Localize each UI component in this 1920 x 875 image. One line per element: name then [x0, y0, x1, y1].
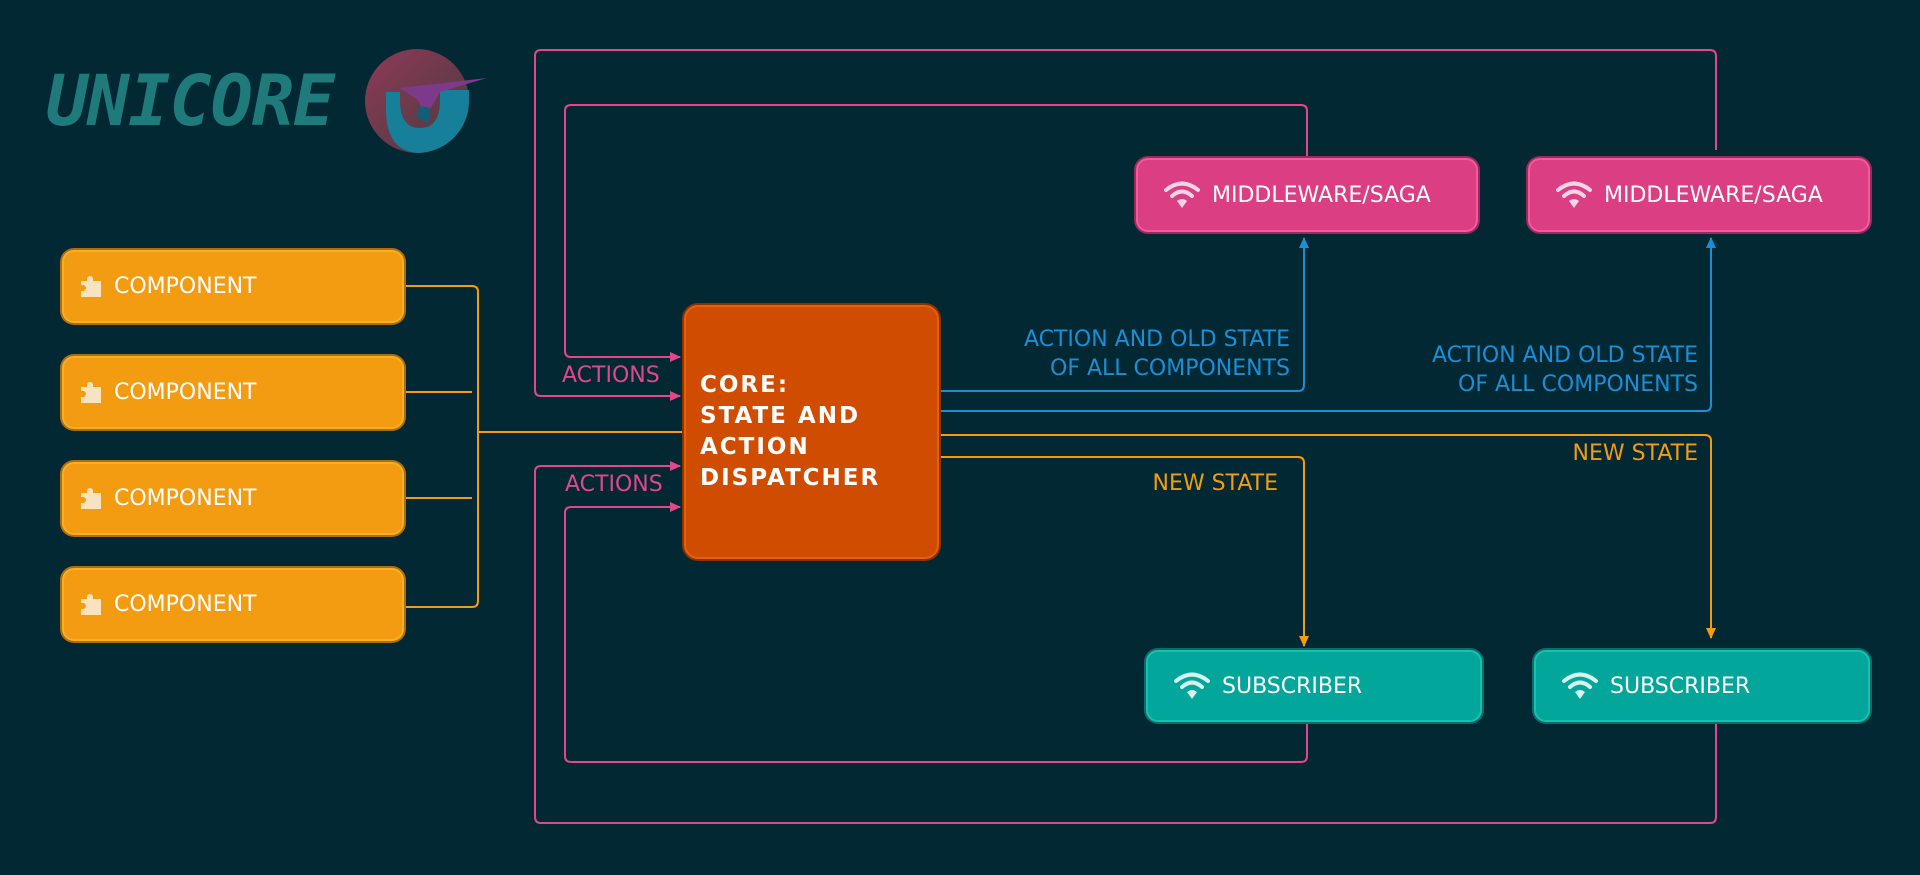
- core-to-subscriber-2: [941, 434, 1716, 639]
- subscriber-node-2[interactable]: SUBSCRIBER: [1534, 650, 1870, 722]
- middleware-label: MIDDLEWARE/SAGA: [1604, 182, 1823, 208]
- puzzle-icon: [78, 380, 104, 406]
- component-node-3[interactable]: COMPONENT: [62, 462, 404, 535]
- puzzle-icon: [78, 274, 104, 300]
- subscriber-1-actions-loop: [564, 502, 1308, 763]
- subscriber-node-1[interactable]: SUBSCRIBER: [1146, 650, 1482, 722]
- puzzle-icon: [78, 486, 104, 512]
- middleware-node-2[interactable]: MIDDLEWARE/SAGA: [1528, 158, 1870, 232]
- new-state-label-2: NEW STATE: [1572, 441, 1698, 466]
- actions-label-top: ACTIONS: [562, 363, 660, 388]
- new-state-connectors: [941, 434, 1716, 647]
- wifi-icon: [1554, 179, 1594, 211]
- core-to-middleware-1: [941, 237, 1309, 392]
- component-label: COMPONENT: [114, 486, 257, 511]
- subscriber-2-actions-loop: [534, 461, 1717, 824]
- new-state-label-1: NEW STATE: [1152, 471, 1278, 496]
- core-to-subscriber-1: [941, 456, 1309, 647]
- component-label: COMPONENT: [114, 592, 257, 617]
- middleware-1-actions-loop: [564, 104, 1308, 362]
- action-connectors: [534, 49, 1717, 824]
- wifi-icon: [1172, 670, 1212, 702]
- middleware-label: MIDDLEWARE/SAGA: [1212, 182, 1431, 208]
- wifi-icon: [1162, 179, 1202, 211]
- core-dispatcher-node[interactable]: CORE: STATE AND ACTION DISPATCHER: [684, 305, 939, 559]
- wifi-icon: [1560, 670, 1600, 702]
- subscriber-label: SUBSCRIBER: [1222, 673, 1363, 699]
- subscriber-label: SUBSCRIBER: [1610, 673, 1751, 699]
- core-to-middleware-2: [941, 237, 1716, 412]
- actions-label-bottom: ACTIONS: [565, 472, 663, 497]
- logo-wordmark: UNICORE: [46, 60, 335, 142]
- old-state-connectors: [941, 237, 1716, 412]
- component-node-2[interactable]: COMPONENT: [62, 356, 404, 429]
- component-node-1[interactable]: COMPONENT: [62, 250, 404, 323]
- component-connectors: [404, 285, 682, 608]
- component-label: COMPONENT: [114, 380, 257, 405]
- unicorn-logo-icon: [365, 49, 487, 153]
- component-label: COMPONENT: [114, 274, 257, 299]
- old-state-label-1: ACTION AND OLD STATE OF ALL COMPONENTS: [1023, 327, 1290, 381]
- core-label: CORE: STATE AND ACTION DISPATCHER: [700, 372, 881, 491]
- middleware-node-1[interactable]: MIDDLEWARE/SAGA: [1136, 158, 1478, 232]
- component-node-4[interactable]: COMPONENT: [62, 568, 404, 641]
- middleware-2-actions-loop: [534, 49, 1717, 401]
- old-state-label-2: ACTION AND OLD STATE OF ALL COMPONENTS: [1431, 343, 1698, 397]
- puzzle-icon: [78, 592, 104, 618]
- component-1-connector: [404, 285, 479, 608]
